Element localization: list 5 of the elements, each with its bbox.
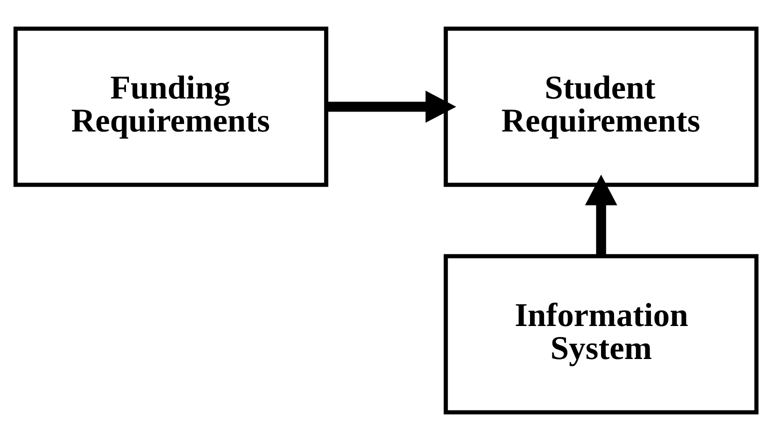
node-box: Funding Requirements: [14, 26, 328, 186]
arrow: [585, 174, 618, 256]
arrow: [326, 90, 456, 122]
node-box: Information System: [444, 254, 758, 414]
node-box: Student Requirements: [444, 26, 758, 186]
